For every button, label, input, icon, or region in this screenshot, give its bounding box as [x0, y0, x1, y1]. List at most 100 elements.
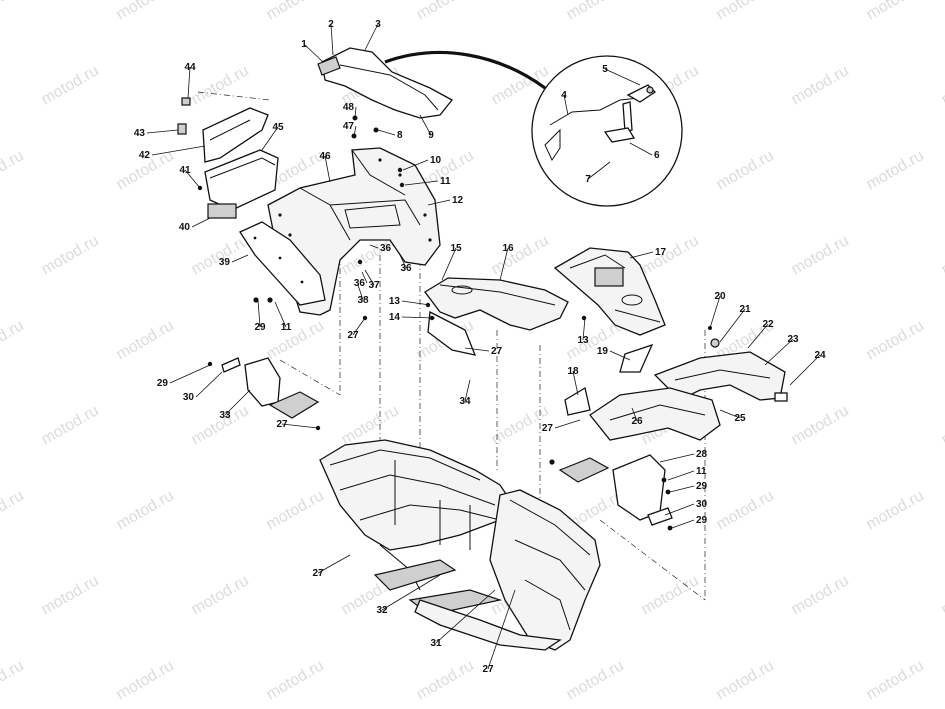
callout-number: 2 [328, 19, 334, 30]
watermark-text: motod.ru [39, 62, 102, 108]
callout-number: 11 [696, 466, 707, 477]
callout-number: 36 [400, 263, 412, 274]
leader-line [631, 407, 638, 422]
callout-number: 19 [597, 346, 609, 357]
leader-line [195, 371, 223, 398]
callout-number: 36 [354, 278, 366, 289]
watermark-text: motod.ru [39, 572, 102, 618]
watermark-text: motod.ru [114, 487, 177, 533]
front-fender-assembly [564, 338, 788, 441]
callout-number: 11 [281, 322, 292, 333]
leader-line [604, 68, 641, 86]
leader-line [667, 470, 695, 481]
hardware-fasteners [197, 115, 712, 531]
leader-line [402, 159, 429, 171]
leader-line [324, 155, 331, 183]
callout-number: 13 [577, 335, 589, 346]
callout-number: 16 [502, 243, 514, 254]
callout-number: 20 [714, 291, 726, 302]
leader-line [709, 295, 721, 329]
leader-line [169, 364, 211, 384]
leader-line [352, 317, 366, 336]
leader-line [257, 299, 261, 328]
watermark-text: motod.ru [264, 317, 327, 363]
leader-line [274, 301, 287, 328]
callout-number: 47 [343, 121, 355, 132]
callout-number: 28 [696, 449, 708, 460]
callout-number: 29 [157, 378, 169, 389]
leader-line [671, 519, 695, 529]
tool-box [204, 149, 279, 219]
leader-line [399, 254, 407, 269]
callout-number: 42 [139, 150, 151, 161]
leader-line [441, 247, 457, 281]
watermark-text: motod.ru [189, 232, 252, 278]
leader-line [719, 308, 746, 343]
callout-number: 21 [739, 304, 751, 315]
callout-number: 36 [380, 243, 392, 254]
leader-line [554, 419, 581, 429]
watermark-text: motod.ru [864, 487, 927, 533]
watermark-text: motod.ru [189, 62, 252, 108]
callout-number: 9 [428, 130, 434, 141]
watermark-text: motod.ru [489, 232, 552, 278]
leader-line [364, 23, 379, 51]
footrest-brackets [268, 391, 673, 526]
callout-number: 3 [375, 19, 381, 30]
callout-number: 25 [734, 413, 746, 424]
leader-line [281, 423, 319, 429]
callout-number: 32 [376, 605, 388, 616]
leader-line [381, 574, 441, 611]
leader-line [364, 269, 375, 286]
leader-line [151, 145, 206, 156]
tool-tray-cover [177, 97, 269, 163]
watermark-text: motod.ru [114, 0, 177, 23]
leader-line [404, 180, 439, 186]
leader-line [377, 129, 396, 136]
leader-line [582, 317, 586, 341]
leader-line [629, 142, 653, 156]
watermark-text: motod.ru [789, 232, 852, 278]
watermark-text: motod.ru [39, 402, 102, 448]
callout-number: 15 [450, 243, 462, 254]
watermark-text: motod.ru [639, 572, 702, 618]
watermark-text: motod.ru [0, 0, 27, 23]
leader-line [357, 284, 364, 301]
callout-number: 33 [219, 410, 231, 421]
callout-number: 43 [134, 128, 146, 139]
callout-number: 11 [440, 176, 451, 187]
callout-number: 29 [696, 481, 708, 492]
seat-latch-inset [531, 55, 683, 207]
callout-number: 17 [655, 247, 667, 258]
watermark-text: motod.ru [564, 0, 627, 23]
watermark-text: motod.ru [414, 0, 477, 23]
callout-number: 29 [696, 515, 708, 526]
callout-number: 14 [389, 312, 401, 323]
callout-number: 10 [430, 155, 442, 166]
alignment-lines [197, 91, 706, 601]
front-mud-flap [612, 454, 666, 521]
leader-line [747, 323, 769, 349]
watermark-text: motod.ru [0, 317, 27, 363]
callout-number: 34 [459, 396, 471, 407]
watermark-text: motod.ru [789, 572, 852, 618]
leader-line [764, 338, 794, 366]
watermark-text: motod.ru [564, 657, 627, 703]
leader-line [659, 453, 695, 463]
leader-line [719, 409, 741, 419]
callout-number: 27 [312, 568, 324, 579]
callout-number: 30 [183, 392, 195, 403]
leader-line [427, 199, 451, 206]
leader-line [609, 350, 631, 361]
callout-number: 45 [272, 122, 284, 133]
leader-line [261, 126, 279, 151]
leader-line [629, 251, 654, 259]
leader-line [464, 379, 471, 402]
watermark-text: motod.ru [939, 232, 945, 278]
leader-line [664, 503, 695, 516]
leader-line [587, 161, 611, 180]
watermark-text: motod.ru [864, 657, 927, 703]
leader-line [487, 589, 516, 670]
watermark-text: motod.ru [639, 232, 702, 278]
